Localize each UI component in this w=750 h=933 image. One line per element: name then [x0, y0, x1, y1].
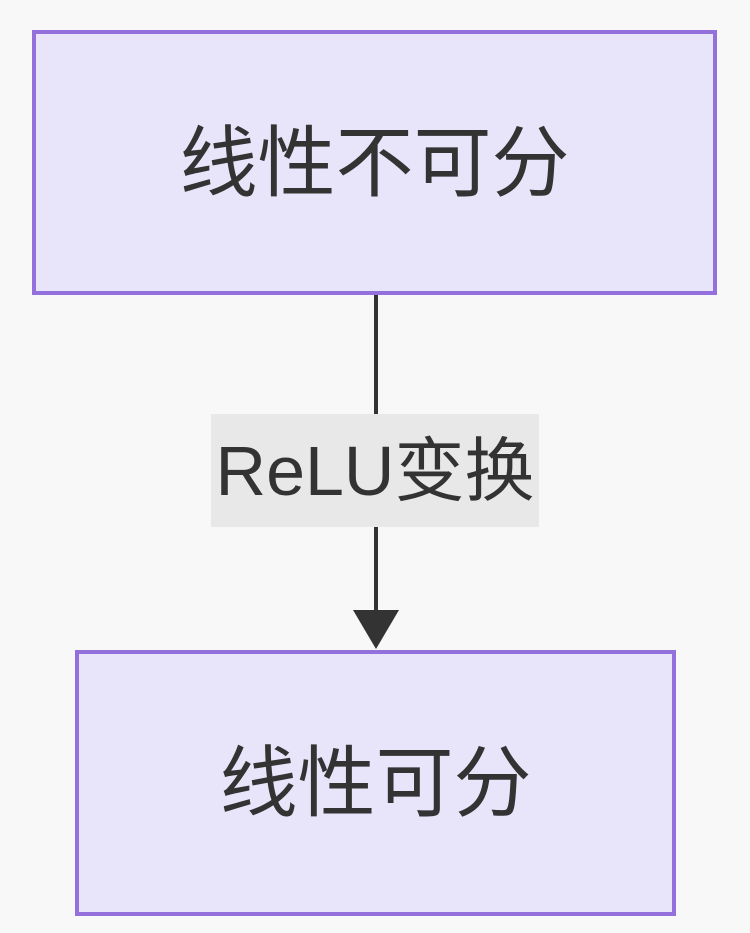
node-linearly-inseparable[interactable]: 线性不可分 — [32, 30, 717, 295]
edge-arrowhead-icon — [353, 610, 399, 649]
node-linearly-inseparable-label: 线性不可分 — [179, 118, 570, 207]
edge-label-text: ReLU变换 — [215, 431, 535, 510]
edge-label-relu-transform: ReLU变换 — [211, 414, 539, 527]
node-linearly-separable-label: 线性可分 — [219, 739, 532, 827]
node-linearly-separable[interactable]: 线性可分 — [75, 650, 676, 916]
